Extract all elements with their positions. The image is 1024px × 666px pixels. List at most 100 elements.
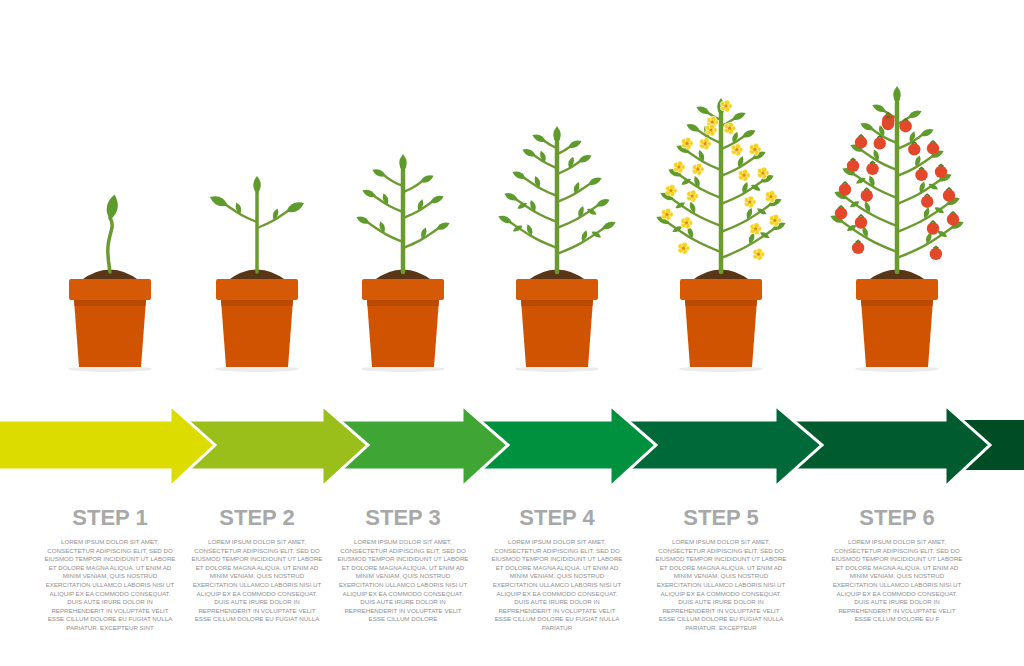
leaf bbox=[855, 176, 867, 186]
tomato-calyx bbox=[951, 212, 956, 214]
branch bbox=[545, 141, 557, 148]
step-title: STEP 1 bbox=[30, 505, 190, 531]
leaf bbox=[497, 214, 513, 226]
flower-center bbox=[677, 165, 680, 168]
leaf bbox=[741, 181, 750, 194]
tomato bbox=[930, 248, 942, 260]
leaf bbox=[741, 128, 757, 140]
flower-center bbox=[753, 148, 756, 151]
leaf bbox=[918, 181, 927, 194]
leaf bbox=[655, 214, 671, 226]
leaf bbox=[736, 155, 745, 168]
branch bbox=[369, 223, 403, 242]
plant bbox=[655, 98, 787, 272]
tomato-calyx bbox=[933, 246, 938, 248]
leaf bbox=[521, 147, 537, 159]
tomato bbox=[899, 120, 911, 132]
leaf bbox=[674, 201, 686, 211]
plant bbox=[497, 126, 617, 272]
flower-center bbox=[704, 142, 707, 145]
tomato bbox=[847, 160, 859, 172]
leaf bbox=[512, 224, 524, 234]
pot-shade bbox=[74, 300, 146, 306]
leaf bbox=[697, 149, 706, 162]
leaf bbox=[361, 187, 377, 199]
step-description: LOREM IPSUM DOLOR SIT AMET, CONSECTETUR … bbox=[44, 538, 176, 633]
tomato-calyx bbox=[864, 188, 869, 190]
leaf bbox=[667, 167, 683, 179]
leaf bbox=[859, 121, 875, 133]
leaf bbox=[105, 193, 120, 221]
branch bbox=[227, 206, 257, 223]
branch bbox=[721, 229, 773, 258]
leaf bbox=[849, 199, 861, 209]
tomato-calyx bbox=[931, 221, 936, 223]
flower-center bbox=[761, 171, 764, 174]
leaf bbox=[756, 207, 768, 217]
flower-center bbox=[665, 213, 668, 216]
flower-center bbox=[735, 148, 738, 151]
leaf bbox=[680, 177, 692, 187]
pot-rim bbox=[69, 279, 151, 300]
branch bbox=[673, 200, 721, 226]
step-description: LOREM IPSUM DOLOR SIT AMET, CONSECTETUR … bbox=[337, 538, 469, 624]
pot-rim bbox=[516, 279, 598, 300]
leaf bbox=[553, 126, 561, 144]
branch bbox=[525, 178, 557, 196]
leaf bbox=[590, 230, 602, 240]
branch bbox=[681, 176, 721, 198]
step-title: STEP 5 bbox=[641, 505, 801, 531]
branch bbox=[557, 162, 579, 174]
tomato bbox=[915, 169, 927, 181]
branch bbox=[843, 222, 897, 252]
plant bbox=[105, 193, 120, 272]
pot-body bbox=[74, 300, 146, 367]
leaf bbox=[580, 229, 589, 242]
tomato bbox=[935, 166, 947, 178]
tomato-calyx bbox=[886, 113, 891, 115]
leaf bbox=[863, 200, 872, 213]
flower-center bbox=[724, 104, 727, 107]
pots bbox=[68, 270, 939, 373]
tomato bbox=[908, 143, 920, 155]
leaf bbox=[688, 201, 697, 214]
tomato bbox=[866, 163, 878, 175]
step-description: LOREM IPSUM DOLOR SIT AMET, CONSECTETUR … bbox=[655, 538, 787, 633]
plants bbox=[105, 86, 965, 272]
leaf bbox=[271, 208, 280, 221]
leaf bbox=[867, 175, 876, 188]
leaf bbox=[695, 104, 711, 116]
branch bbox=[847, 199, 897, 227]
branch bbox=[403, 229, 437, 248]
leaf bbox=[419, 227, 428, 240]
tomato bbox=[839, 183, 851, 195]
leaf bbox=[922, 206, 931, 219]
flower-center bbox=[728, 127, 731, 130]
tomato bbox=[947, 213, 959, 225]
tomato-calyx bbox=[939, 164, 944, 166]
leaf bbox=[429, 193, 445, 205]
leaf bbox=[759, 230, 771, 240]
leaf bbox=[435, 220, 451, 232]
branch bbox=[257, 212, 287, 229]
leaf bbox=[659, 190, 675, 202]
tomato bbox=[855, 136, 867, 148]
pot-shade bbox=[221, 300, 293, 306]
branch bbox=[897, 205, 947, 233]
leaf bbox=[516, 201, 528, 211]
stem bbox=[108, 218, 112, 272]
flower-center bbox=[773, 219, 776, 222]
step-title: STEP 2 bbox=[177, 505, 337, 531]
branch bbox=[721, 206, 769, 232]
leaf bbox=[525, 223, 534, 236]
flower-center bbox=[711, 121, 714, 124]
tomato-calyx bbox=[925, 194, 930, 196]
branch bbox=[535, 156, 557, 168]
leaf bbox=[919, 127, 935, 139]
stem bbox=[255, 192, 259, 272]
branch bbox=[557, 147, 569, 154]
branch bbox=[375, 197, 403, 212]
tomato-calyx bbox=[856, 240, 861, 242]
leaf bbox=[675, 143, 691, 155]
tomato bbox=[852, 242, 864, 254]
